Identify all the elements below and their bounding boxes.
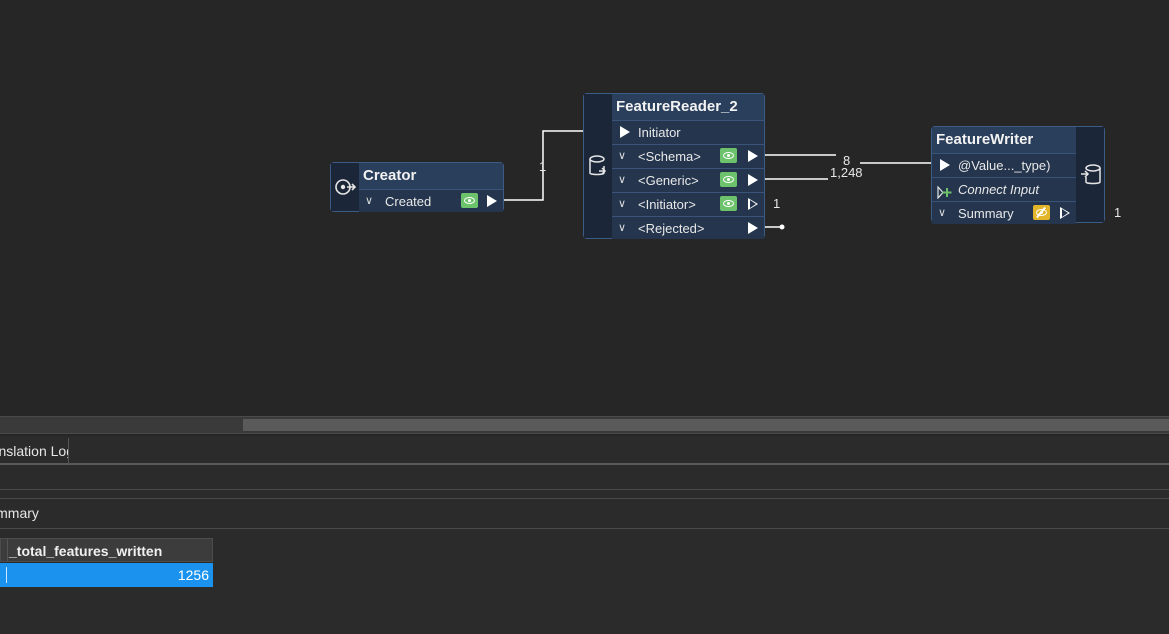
output-port-arrow-icon[interactable] — [748, 174, 758, 186]
featurereader-title: FeatureReader_2 — [612, 94, 764, 120]
connection-creator-reader — [498, 130, 622, 201]
port-label: @Value..._type) — [958, 158, 1051, 173]
divider — [0, 489, 1169, 490]
divider — [0, 498, 1169, 499]
workspace-canvas[interactable]: 1 8 1,248 1 1 Creator ∨ Created FeatureR… — [0, 0, 1169, 416]
table-header: _total_features_written — [0, 538, 213, 562]
chevron-down-icon[interactable]: ∨ — [365, 195, 374, 207]
input-port-arrow-icon[interactable] — [620, 126, 630, 138]
port-label: <Generic> — [638, 173, 699, 188]
reader-port-generic[interactable]: ∨ <Generic> — [612, 168, 764, 191]
add-input-icon[interactable] — [937, 183, 952, 200]
chevron-down-icon[interactable]: ∨ — [618, 174, 627, 186]
count-schema: 8 — [843, 153, 851, 168]
chevron-down-icon[interactable]: ∨ — [618, 222, 627, 234]
reader-port-initiator-output[interactable]: ∨ <Initiator> — [612, 192, 764, 215]
eye-icon[interactable] — [720, 172, 737, 187]
port-label: Initiator — [638, 125, 681, 140]
featurereader-side-panel — [584, 94, 612, 238]
reader-port-initiator-input[interactable]: Initiator — [612, 120, 764, 143]
divider — [0, 528, 1169, 529]
eye-disabled-icon[interactable] — [1033, 205, 1050, 220]
creator-port-created[interactable]: ∨ Created — [359, 189, 503, 212]
eye-icon[interactable] — [720, 148, 737, 163]
eye-icon[interactable] — [720, 196, 737, 211]
section-label: Summary — [0, 505, 39, 521]
writer-connect-input[interactable]: Connect Input — [932, 177, 1076, 200]
database-write-icon — [1080, 163, 1104, 194]
table-cell[interactable]: 1256 — [177, 567, 209, 583]
port-label: Created — [385, 194, 432, 209]
featurereader-node[interactable]: FeatureReader_2 Initiator ∨ <Schema> ∨ <… — [583, 93, 765, 239]
chevron-down-icon[interactable]: ∨ — [618, 150, 627, 162]
log-panel: Translation Log Summary _total_features_… — [0, 436, 1169, 634]
rejected-dot — [779, 224, 785, 230]
writer-port-summary[interactable]: ∨ Summary — [932, 201, 1076, 224]
featurewriter-title: FeatureWriter — [932, 127, 1076, 153]
table-row[interactable]: 1256 — [0, 563, 213, 587]
chevron-down-icon[interactable]: ∨ — [938, 207, 947, 219]
count-summary: 1 — [1114, 205, 1122, 220]
output-port-arrow-icon[interactable] — [748, 150, 758, 162]
database-read-icon — [587, 154, 611, 185]
connection-lines — [498, 130, 940, 230]
port-label: <Rejected> — [638, 221, 705, 236]
input-port-arrow-icon[interactable] — [940, 159, 950, 171]
port-label: Summary — [958, 206, 1014, 221]
scrollbar-thumb[interactable] — [243, 419, 1169, 431]
count-initiator: 1 — [773, 196, 781, 211]
tab-translation-log[interactable]: Translation Log — [0, 438, 69, 464]
count-generic: 1,248 — [830, 165, 863, 180]
port-label: <Schema> — [638, 149, 701, 164]
chevron-down-icon[interactable]: ∨ — [618, 198, 627, 210]
creator-icon — [333, 175, 357, 204]
port-label: Connect Input — [958, 182, 1039, 197]
horizontal-scrollbar[interactable] — [0, 416, 1169, 434]
column-header[interactable]: _total_features_written — [9, 543, 163, 559]
eye-icon[interactable] — [461, 193, 478, 208]
reader-port-schema[interactable]: ∨ <Schema> — [612, 144, 764, 167]
panel-tab-bar: Translation Log — [0, 436, 1169, 465]
writer-port-input[interactable]: @Value..._type) — [932, 153, 1076, 176]
count-creator-reader: 1 — [539, 159, 547, 174]
creator-node[interactable]: Creator ∨ Created — [330, 162, 504, 212]
creator-title: Creator — [359, 163, 503, 189]
port-label: <Initiator> — [638, 197, 696, 212]
output-port-arrow-icon[interactable] — [1060, 207, 1070, 219]
reader-port-rejected[interactable]: ∨ <Rejected> — [612, 216, 764, 239]
output-port-arrow-icon[interactable] — [487, 195, 497, 207]
output-port-arrow-icon[interactable] — [748, 222, 758, 234]
output-port-arrow-icon[interactable] — [748, 198, 758, 210]
featurewriter-node[interactable]: FeatureWriter @Value..._type) Connect In… — [931, 126, 1105, 224]
